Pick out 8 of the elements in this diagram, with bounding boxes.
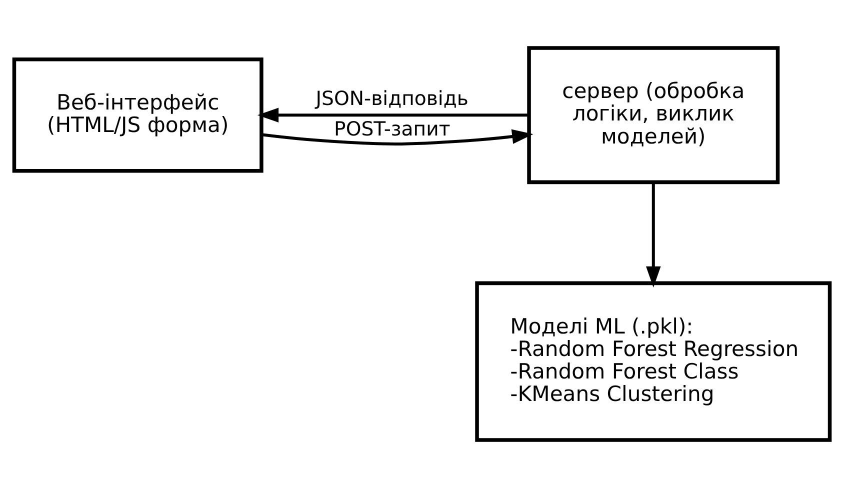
node-box: Моделі ML (.pkl): -Random Forest Regression -Random Forest Class -KMeans Clustering xyxy=(475,280,832,442)
arrow xyxy=(257,107,529,122)
edge-label: JSON-відповідь xyxy=(316,86,468,110)
arrow xyxy=(261,128,534,145)
node-box: Веб-інтерфейс (HTML/JS форма) xyxy=(12,56,264,172)
node-box: сервер (обробка логіки, виклик моделей) xyxy=(527,46,780,184)
edge-label: POST-запит xyxy=(334,116,450,140)
arrow xyxy=(646,182,661,287)
